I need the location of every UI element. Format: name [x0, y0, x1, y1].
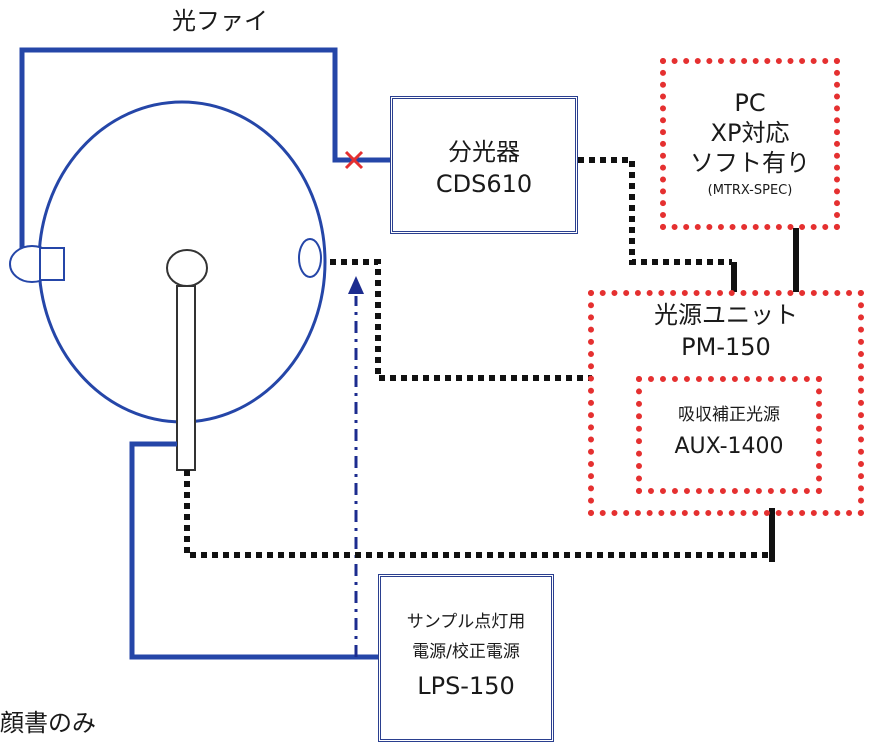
spectrometer-model: CDS610 [435, 170, 533, 198]
light-source-unit-box: 光源ユニット PM-150 [588, 290, 864, 516]
calibration-arrow [348, 276, 364, 294]
right-port [298, 238, 322, 278]
spectrometer-box: 分光器 CDS610 [390, 96, 578, 234]
pc-software: (MTRX-SPEC) [707, 183, 793, 198]
lamp-bulb [166, 249, 208, 287]
left-port-block [39, 247, 65, 281]
fiber-cross-mark [344, 150, 364, 170]
spectrometer-name: 分光器 [448, 138, 520, 166]
power-line [129, 441, 380, 660]
pc-line2: ソフト有り [690, 149, 810, 177]
cable-port-to-unit [330, 259, 592, 381]
pc-title: PC [734, 89, 766, 117]
pc-line1: XP対応 [710, 119, 790, 147]
aux-source-name: 吸収補正光源 [678, 405, 780, 425]
footer-text: 顔書のみ [0, 709, 96, 737]
cable-spectrometer-to-unit [578, 157, 732, 265]
pc-box: PC XP対応 ソフト有り (MTRX-SPEC) [660, 58, 840, 230]
lamp-stem [176, 285, 196, 471]
cable-lamp-to-unit [184, 470, 772, 558]
light-source-unit-model: PM-150 [681, 333, 771, 361]
aux-source-box: 吸収補正光源 AUX-1400 [636, 376, 822, 494]
aux-source-model: AUX-1400 [674, 434, 784, 459]
fiber-label: 光ファイ [172, 7, 268, 35]
light-source-unit-name: 光源ユニット [654, 301, 798, 329]
power-supply-model: LPS-150 [417, 672, 515, 700]
power-supply-box: サンプル点灯用 電源/校正電源 LPS-150 [378, 574, 554, 742]
power-supply-line2: 電源/校正電源 [412, 642, 520, 662]
power-supply-line1: サンプル点灯用 [406, 612, 526, 632]
